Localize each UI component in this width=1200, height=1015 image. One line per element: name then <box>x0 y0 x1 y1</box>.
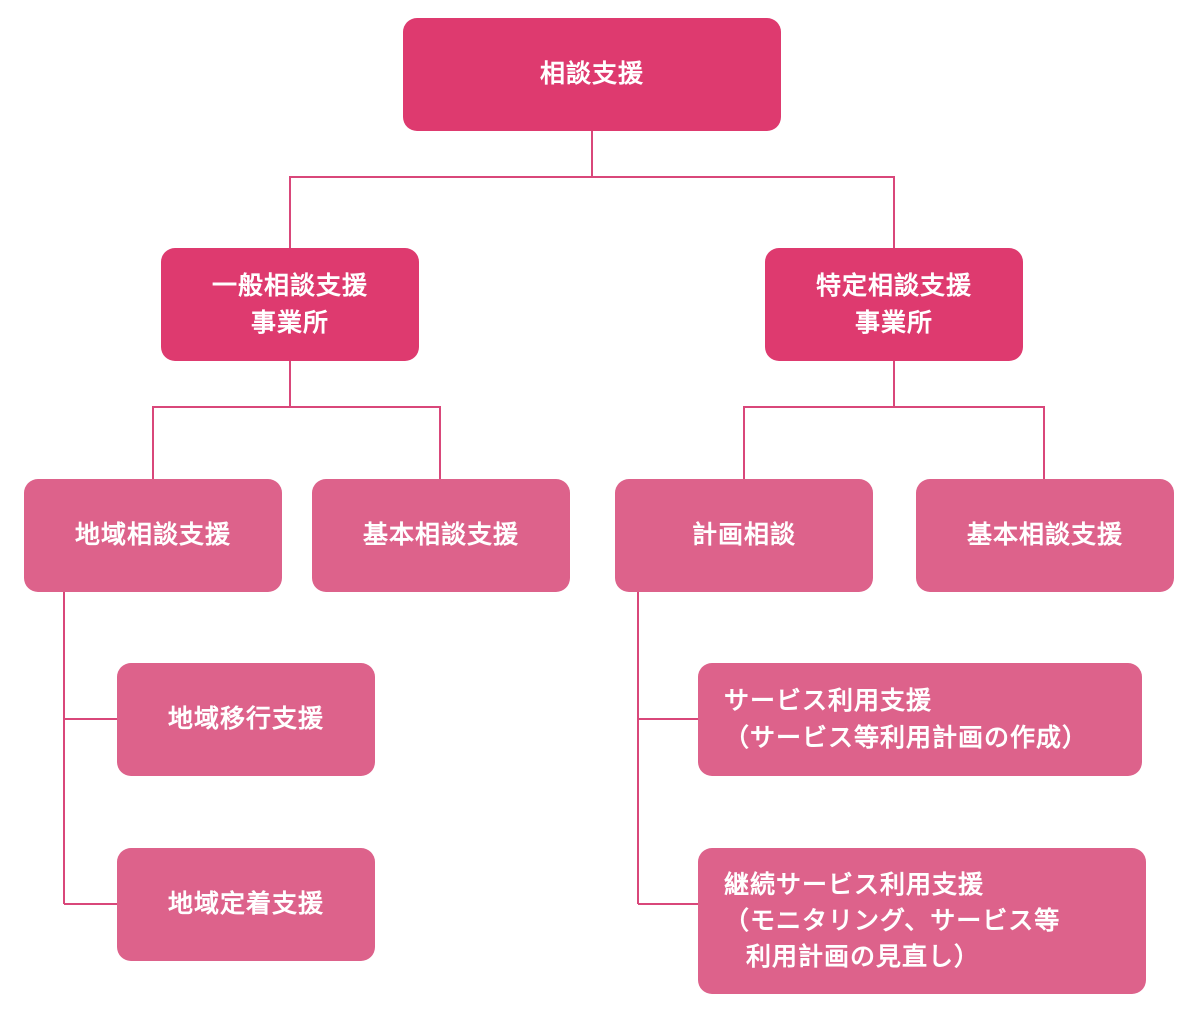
node-label: 地域相談支援 <box>74 520 231 550</box>
node-label: 相談支援 <box>539 59 644 89</box>
node-service-use-support: サービス利用支援 （サービス等利用計画の作成） <box>698 663 1142 776</box>
node-regional-transition-support: 地域移行支援 <box>117 663 375 776</box>
node-label-line3: 利用計画の見直し） <box>746 942 981 972</box>
node-regional-consultation-support: 地域相談支援 <box>24 479 282 592</box>
node-label: 計画相談 <box>691 520 796 550</box>
node-basic-consultation-support-right: 基本相談支援 <box>916 479 1174 592</box>
node-basic-consultation-support-left: 基本相談支援 <box>312 479 570 592</box>
node-label-line2: （モニタリング、サービス等 <box>724 905 1061 935</box>
node-plan-consultation: 計画相談 <box>615 479 873 592</box>
connector-general-branch <box>152 406 441 479</box>
node-continuous-service-use-support: 継続サービス利用支援 （モニタリング、サービス等 利用計画の見直し） <box>698 848 1146 994</box>
node-label: 地域定着支援 <box>167 889 324 919</box>
node-label-line1: 特定相談支援 <box>815 271 972 301</box>
node-specific-consultation-office: 特定相談支援 事業所 <box>765 248 1023 361</box>
node-label-line1: 継続サービス利用支援 <box>724 869 985 899</box>
node-label: 基本相談支援 <box>362 520 519 550</box>
node-general-consultation-office: 一般相談支援 事業所 <box>161 248 419 361</box>
node-label-line1: サービス利用支援 <box>724 686 933 716</box>
node-label-line2: 事業所 <box>854 307 933 337</box>
node-label: 基本相談支援 <box>966 520 1123 550</box>
connector-root-branch <box>289 176 895 248</box>
node-label-line2: （サービス等利用計画の作成） <box>724 722 1089 752</box>
connector-specific-branch <box>743 406 1045 479</box>
node-label: 地域移行支援 <box>167 704 324 734</box>
node-consultation-support: 相談支援 <box>403 18 781 131</box>
node-label-line2: 事業所 <box>250 307 329 337</box>
node-regional-settlement-support: 地域定着支援 <box>117 848 375 961</box>
node-label-line1: 一般相談支援 <box>211 271 368 301</box>
